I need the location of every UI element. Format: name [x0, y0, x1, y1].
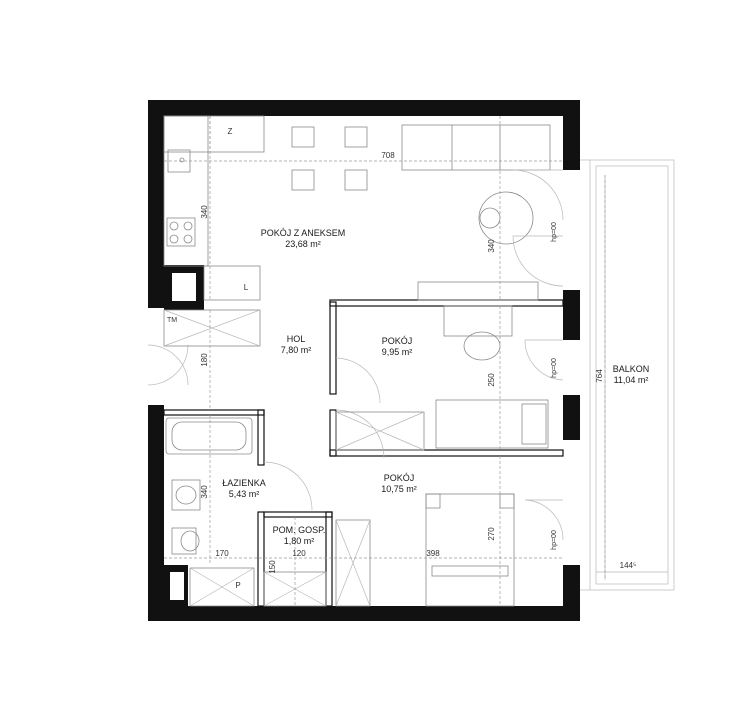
svg-text:POKÓJ: POKÓJ: [382, 336, 413, 346]
room-label-balcony: BALKON 11,04 m²: [613, 364, 650, 385]
svg-text:hp=00: hp=00: [551, 358, 558, 378]
bathroom-fixtures: [165, 417, 253, 555]
svg-text:P: P: [235, 581, 240, 590]
room-label-bathroom: ŁAZIENKA 5,43 m²: [222, 478, 266, 499]
svg-text:150: 150: [268, 560, 277, 574]
svg-text:9,95 m²: 9,95 m²: [382, 347, 413, 357]
dining-set: [291, 126, 368, 191]
hall-wardrobe: [163, 309, 261, 347]
svg-text:398: 398: [426, 549, 440, 558]
bedroom2-furniture: [335, 493, 515, 607]
svg-text:Z: Z: [228, 127, 233, 136]
svg-text:11,04 m²: 11,04 m²: [614, 375, 649, 385]
svg-text:TM: TM: [167, 317, 177, 324]
svg-text:hp=00: hp=00: [551, 222, 558, 242]
svg-text:23,68 m²: 23,68 m²: [285, 239, 321, 249]
svg-text:708: 708: [381, 151, 395, 160]
svg-text:144⁵: 144⁵: [620, 561, 637, 570]
svg-text:340: 340: [487, 239, 496, 253]
svg-text:hp=00: hp=00: [551, 530, 558, 550]
svg-text:7,80 m²: 7,80 m²: [281, 345, 312, 355]
plan-marks: Z L TM P hp=00 hp=00 hp=00: [167, 127, 558, 590]
svg-text:POKÓJ: POKÓJ: [384, 473, 415, 483]
svg-text:250: 250: [487, 373, 496, 387]
svg-text:POM. GOSP.: POM. GOSP.: [273, 525, 326, 535]
svg-text:L: L: [244, 283, 249, 292]
svg-text:5,43 m²: 5,43 m²: [229, 489, 260, 499]
svg-text:340: 340: [200, 205, 209, 219]
svg-text:HOL: HOL: [287, 334, 306, 344]
door-swings: [147, 169, 564, 541]
bedroom1-furniture: [335, 305, 549, 451]
svg-text:BALKON: BALKON: [613, 364, 650, 374]
sofa: [401, 124, 551, 171]
coffee-table: [478, 191, 534, 245]
dimension-texts: 708 340 340 340 180 250 270 170 398 120 …: [200, 151, 636, 574]
svg-text:POKÓJ Z ANEKSEM: POKÓJ Z ANEKSEM: [261, 228, 346, 238]
dimension-lines: [164, 116, 606, 606]
room-label-hall: HOL 7,80 m²: [281, 334, 312, 355]
svg-text:10,75 m²: 10,75 m²: [381, 484, 417, 494]
svg-text:180: 180: [200, 353, 209, 367]
tv-console: [417, 281, 539, 301]
svg-text:1,80 m²: 1,80 m²: [284, 536, 315, 546]
svg-text:170: 170: [215, 549, 229, 558]
svg-text:764: 764: [595, 369, 604, 383]
room-label-living: POKÓJ Z ANEKSEM 23,68 m²: [261, 228, 346, 249]
svg-text:120: 120: [292, 549, 306, 558]
room-label-bedroom1: POKÓJ 9,95 m²: [382, 336, 413, 357]
svg-text:340: 340: [200, 485, 209, 499]
svg-text:270: 270: [487, 527, 496, 541]
room-label-utility: POM. GOSP. 1,80 m²: [273, 525, 326, 546]
walls: [148, 100, 580, 621]
svg-text:ŁAZIENKA: ŁAZIENKA: [222, 478, 266, 488]
room-label-bedroom2: POKÓJ 10,75 m²: [381, 473, 417, 494]
